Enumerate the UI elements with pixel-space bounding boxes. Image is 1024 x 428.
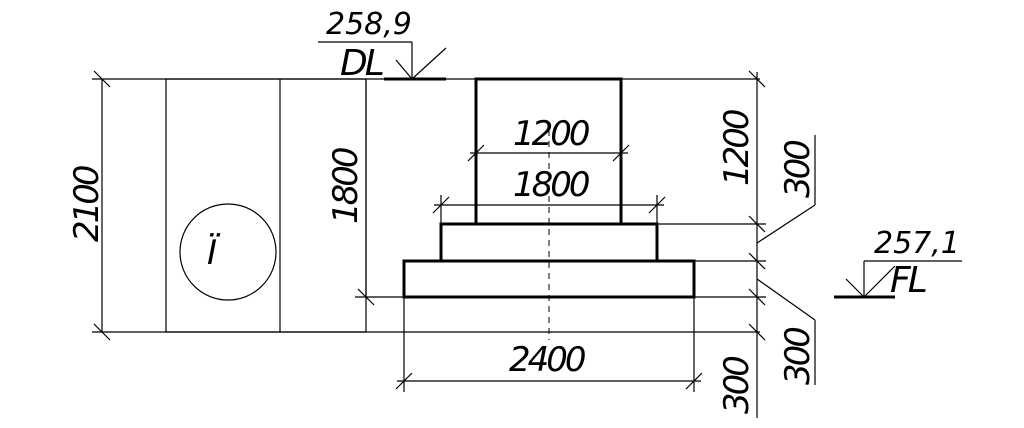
section-mark-circle: [179, 203, 277, 301]
level-marker-floor: 257,1 FL: [834, 226, 962, 301]
foundation-body: [402, 77, 696, 340]
leader-lower-step: 300: [756, 278, 818, 385]
dim-pit-depth: 1800: [326, 79, 404, 306]
dim-column-width: 1200: [467, 114, 630, 162]
dim-step-width-label: 1800: [513, 165, 589, 205]
dim-column-height-label: 1200: [717, 110, 757, 186]
dim-total-height-label: 2100: [67, 166, 107, 242]
section-mark-label: Ï: [207, 233, 221, 273]
leader-upper-step: 300: [756, 135, 818, 244]
level-floor-code: FL: [890, 260, 926, 301]
level-marker-top: 258,9 DL: [318, 7, 447, 84]
level-floor-value: 257,1: [874, 226, 960, 261]
dim-base-width: 2400: [395, 297, 703, 392]
dim-step-width: 1800: [432, 165, 666, 224]
level-top-value: 258,9: [326, 7, 412, 42]
level-top-code: DL: [340, 43, 383, 84]
side-elevation: Ï: [165, 78, 760, 333]
dim-base-width-label: 2400: [509, 340, 585, 380]
dim-lower-step-height-label: 300: [778, 328, 818, 385]
dim-total-height: 2100: [67, 70, 166, 341]
dim-column-width-label: 1200: [513, 114, 589, 154]
dim-bottom-height-label: 300: [717, 357, 757, 414]
dim-pit-depth-label: 1800: [326, 148, 366, 224]
dim-upper-step-height-label: 300: [778, 141, 818, 198]
dim-right-chain: 1200 300: [621, 70, 766, 418]
